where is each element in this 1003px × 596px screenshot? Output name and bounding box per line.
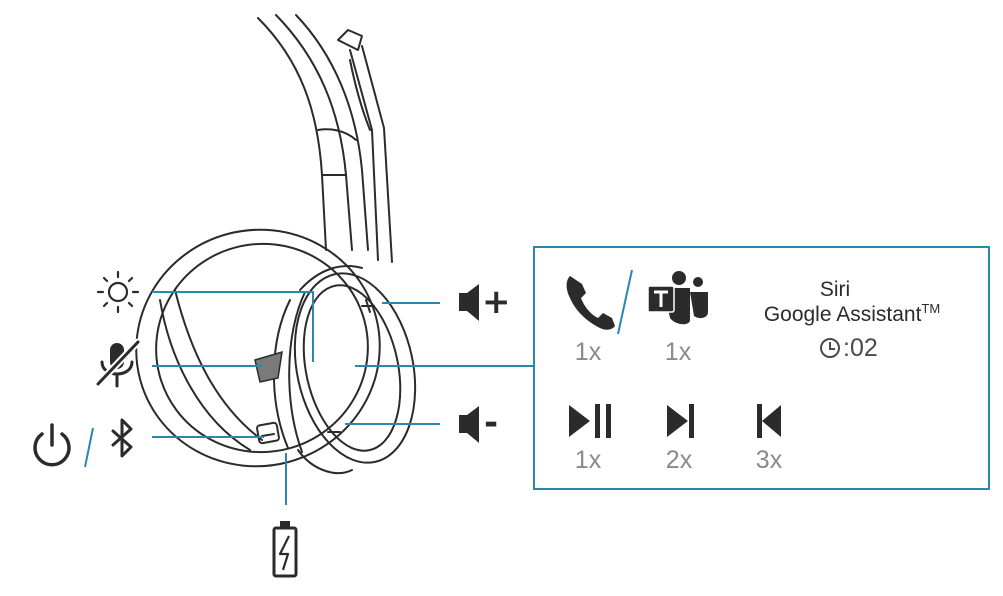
previous-track-count: 3x	[755, 446, 783, 474]
volume-up-sign: +	[482, 282, 511, 322]
next-track-count: 2x	[665, 446, 693, 474]
previous-track-icon	[757, 404, 781, 438]
function-panel-border	[533, 246, 990, 490]
play-pause-count: 1x	[574, 446, 602, 474]
clock-icon	[820, 338, 840, 358]
phone-icon	[566, 276, 615, 330]
power-icon	[33, 423, 71, 467]
next-track-icon	[667, 404, 694, 438]
assistant-line-1: Siri	[819, 278, 851, 301]
battery-charging-icon	[272, 521, 298, 578]
assistant-name: Google Assistant	[763, 303, 922, 326]
speaker-icon	[459, 284, 479, 321]
assistant-timer: :02	[843, 334, 878, 362]
power-bluetooth-divider	[84, 427, 94, 468]
brightness-callout-line	[152, 291, 314, 362]
call-count: 1x	[574, 338, 602, 366]
teams-icon	[647, 271, 708, 325]
call-teams-divider	[617, 269, 633, 335]
teams-count: 1x	[664, 338, 692, 366]
brightness-icon	[96, 270, 140, 314]
mute-microphone-icon	[94, 338, 142, 388]
play-pause-icon	[569, 404, 611, 438]
speaker-icon	[459, 406, 479, 443]
volume-down-sign: -	[484, 403, 499, 443]
assistant-line-2: Google AssistantTM	[752, 301, 952, 327]
trademark: TM	[921, 301, 941, 316]
bluetooth-icon	[111, 418, 133, 458]
